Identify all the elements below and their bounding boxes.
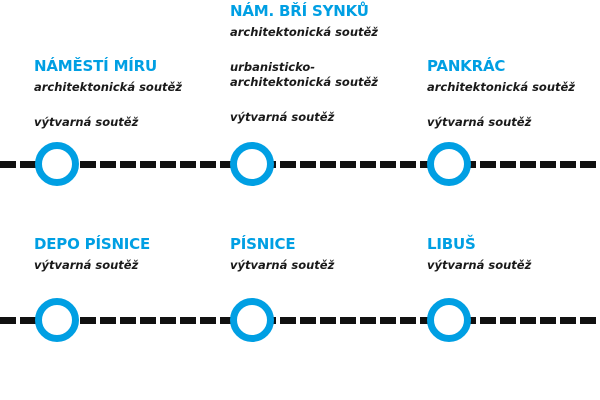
station-name: NÁMĚSTÍ MÍRU [34,57,158,75]
station-name: LIBUŠ [427,235,476,253]
competition-type: architektonická soutěž [427,80,576,94]
station-name: NÁM. BŘÍ SYNKŮ [230,2,369,20]
competition-type: výtvarná soutěž [34,258,139,272]
station-marker-namesti-miru[interactable] [35,142,79,186]
station-marker-libus[interactable] [427,298,471,342]
competition-type: výtvarná soutěž [34,115,139,129]
station-marker-pankrac[interactable] [427,142,471,186]
station-label-nam-bri-synku: NÁM. BŘÍ SYNKŮ architektonická soutěž ur… [230,2,410,125]
station-label-namesti-miru: NÁMĚSTÍ MÍRU architektonická soutěž výtv… [34,57,182,130]
station-label-pisnice: PÍSNICE výtvarná soutěž [230,235,334,273]
metro-line-row-2 [0,317,600,324]
competition-type: urbanisticko-architektonická soutěž [230,60,379,89]
station-name: PÍSNICE [230,235,296,253]
station-name: PANKRÁC [427,57,506,75]
competition-type: architektonická soutěž [34,80,183,94]
station-label-depo-pisnice: DEPO PÍSNICE výtvarná soutěž [34,235,150,273]
competition-type: architektonická soutěž [230,25,379,39]
metro-line-row-1 [0,161,600,168]
competition-type: výtvarná soutěž [230,110,335,124]
competition-type: výtvarná soutěž [427,258,532,272]
competition-type: výtvarná soutěž [230,258,335,272]
station-marker-nam-bri-synku[interactable] [230,142,274,186]
station-label-pankrac: PANKRÁC architektonická soutěž výtvarná … [427,57,575,130]
station-marker-depo-pisnice[interactable] [35,298,79,342]
station-name: DEPO PÍSNICE [34,235,151,253]
station-marker-pisnice[interactable] [230,298,274,342]
station-label-libus: LIBUŠ výtvarná soutěž [427,235,531,273]
competition-type: výtvarná soutěž [427,115,532,129]
